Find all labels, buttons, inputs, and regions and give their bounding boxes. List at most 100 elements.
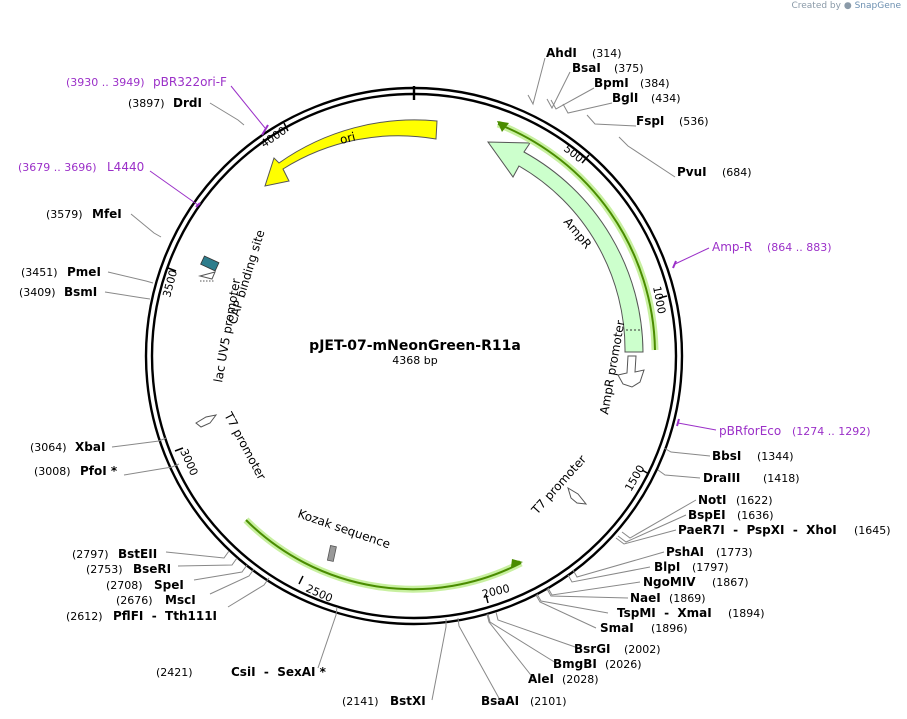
- site-pfoi: PfoI * (3008): [34, 464, 118, 478]
- site-name[interactable]: MscI: [165, 593, 196, 607]
- primer-l4440: (3679 .. 3696) L4440: [18, 160, 144, 174]
- site-position: (1797): [692, 561, 729, 574]
- tick-4000: [283, 122, 289, 132]
- site-name[interactable]: NaeI: [630, 591, 661, 605]
- site-bmgbi: BmgBI(2026): [553, 657, 642, 671]
- site-name[interactable]: BspEI: [688, 508, 726, 522]
- ori-feature[interactable]: [264, 119, 438, 187]
- site-mfei: MfeI (3579): [46, 207, 122, 221]
- snapgene-logo-icon: ●: [843, 1, 852, 11]
- site-name[interactable]: BbsI: [712, 449, 741, 463]
- site-name[interactable]: SpeI: [154, 578, 184, 592]
- site-position: (2421): [156, 666, 193, 679]
- tick-label: 1500: [622, 463, 647, 494]
- site-name[interactable]: CsiI - SexAI *: [231, 665, 327, 679]
- ampr-promoter-feature[interactable]: [617, 355, 645, 388]
- site-smai: SmaI (1896): [600, 621, 688, 635]
- site-name[interactable]: BsaI: [572, 61, 601, 75]
- primer-amp-r: Amp-R (864 .. 883): [712, 240, 832, 254]
- primer-markers: [195, 124, 680, 427]
- site-position: (3008): [34, 465, 71, 478]
- primer-range: (3930 .. 3949): [66, 76, 145, 89]
- site-name[interactable]: BsrGI: [574, 642, 611, 656]
- site-position: (1636): [737, 509, 774, 522]
- site-name[interactable]: BstEII: [118, 547, 157, 561]
- cap-binding-site-label: CAP binding site: [225, 228, 267, 326]
- site-name[interactable]: BseRI: [133, 562, 171, 576]
- site-name[interactable]: BpmI: [594, 76, 629, 90]
- primer-name[interactable]: L4440: [107, 160, 144, 174]
- site-name[interactable]: PvuI: [677, 165, 707, 179]
- site-name[interactable]: AleI: [528, 672, 554, 686]
- tick-3500: [167, 267, 177, 272]
- kozak-track-arrowhead: [511, 559, 523, 567]
- t7-promoter-label-right: T7 promoter: [528, 452, 589, 517]
- plasmid-name: pJET-07-mNeonGreen-R11a: [309, 338, 521, 354]
- site-ngomiv: NgoMIV(1867): [643, 575, 749, 589]
- site-name[interactable]: DraIII: [703, 471, 740, 485]
- site-position: (384): [640, 77, 670, 90]
- brand-name: SnapGene: [854, 1, 901, 11]
- snapgene-credit: Created by ● SnapGene: [791, 1, 901, 11]
- site-position: (1896): [651, 622, 688, 635]
- primer-range: (864 .. 883): [767, 241, 832, 254]
- site-name[interactable]: NotI: [698, 493, 727, 507]
- site-name[interactable]: PmeI: [67, 265, 101, 279]
- site-blpi: BlpI (1797): [654, 560, 729, 574]
- primer-name[interactable]: pBR322ori-F: [153, 75, 227, 89]
- ampr-primer-arrowhead: [497, 121, 509, 132]
- site-position: (314): [592, 47, 622, 60]
- site-position: (3579): [46, 208, 83, 221]
- site-name[interactable]: BstXI: [390, 694, 426, 708]
- site-bspei: BspEI (1636): [688, 508, 774, 522]
- site-name[interactable]: BmgBI: [553, 657, 597, 671]
- site-name[interactable]: XbaI: [75, 440, 105, 454]
- site-name[interactable]: TspMI - XmaI: [617, 606, 712, 620]
- site-name[interactable]: FspI: [636, 114, 664, 128]
- tick-marks: [167, 122, 668, 604]
- site-name[interactable]: PshAI: [666, 545, 704, 559]
- t7-promoter-feature-left[interactable]: [195, 414, 218, 428]
- site-name[interactable]: BsaAI: [481, 694, 519, 708]
- cap-binding-site-feature[interactable]: [200, 255, 220, 272]
- kozak-track-line: [245, 519, 522, 591]
- site-position: (2002): [624, 643, 661, 656]
- ampr-feature[interactable]: [487, 141, 644, 353]
- site-drdi: DrdI(3897): [128, 96, 202, 110]
- site-pflfi-tth111i: PflFI - Tth111I(2612): [66, 609, 217, 623]
- site-name[interactable]: AhdI: [546, 46, 577, 60]
- site-position: (2101): [530, 695, 567, 708]
- site-name[interactable]: BsmI: [64, 285, 97, 299]
- site-name[interactable]: DrdI: [173, 96, 202, 110]
- site-name[interactable]: NgoMIV: [643, 575, 696, 589]
- site-pmei: PmeI(3451): [21, 265, 101, 279]
- primer-range: (3679 .. 3696): [18, 161, 97, 174]
- site-name[interactable]: SmaI: [600, 621, 634, 635]
- site-name[interactable]: PfoI *: [80, 464, 118, 478]
- lac-uv5-promoter-feature[interactable]: [198, 271, 216, 280]
- site-name[interactable]: BglI: [612, 91, 638, 105]
- site-position: (1894): [728, 607, 765, 620]
- site-position: (434): [651, 92, 681, 105]
- site-bsrgi: BsrGI (2002): [574, 642, 661, 656]
- site-name[interactable]: PaeR7I - PspXI - XhoI: [678, 523, 837, 537]
- primer-name[interactable]: pBRforEco: [719, 424, 781, 438]
- site-bbsi: BbsI (1344): [712, 449, 794, 463]
- site-position: (3409): [19, 286, 56, 299]
- site-name[interactable]: PflFI - Tth111I: [113, 609, 217, 623]
- site-position: (536): [679, 115, 709, 128]
- primer-name[interactable]: Amp-R: [712, 240, 752, 254]
- t7-promoter-feature-right[interactable]: [567, 486, 588, 505]
- site-position: (2753): [86, 563, 123, 576]
- site-name[interactable]: MfeI: [92, 207, 122, 221]
- site-draiii: DraIII(1418): [703, 471, 800, 485]
- site-bsmi: BsmI (3409): [19, 285, 97, 299]
- site-position: (1773): [716, 546, 753, 559]
- site-xbai: XbaI(3064): [30, 440, 105, 454]
- ampr-primer-line: [497, 123, 656, 351]
- tick-2500: [298, 575, 304, 585]
- site-name[interactable]: BlpI: [654, 560, 680, 574]
- site-position: (1344): [757, 450, 794, 463]
- site-bsteii: BstEII(2797): [72, 547, 157, 561]
- kozak-feature[interactable]: [326, 545, 337, 562]
